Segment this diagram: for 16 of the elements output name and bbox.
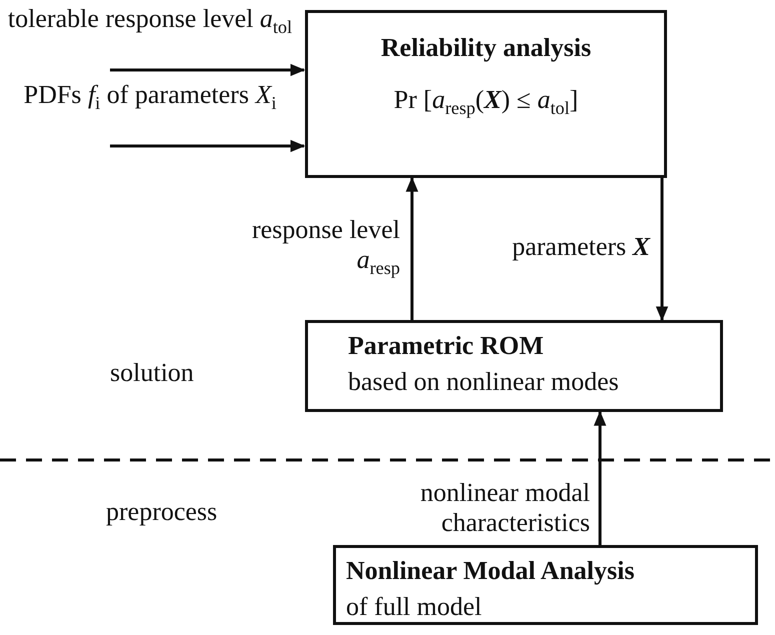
formula: Pr [a$_{resp}$(X) ≤ a$_{tol}$] [394,84,578,120]
arrow [110,140,306,152]
arrow [406,176,418,320]
process-box [305,320,723,412]
process-box [305,10,667,178]
section-label: preprocess [106,496,218,528]
process-box [333,545,758,625]
section-label: solution [110,357,194,388]
box-title: Nonlinear Modal Analysis [346,555,634,587]
box-subtitle: based on nonlinear modes [348,366,619,398]
box-title: Reliability analysis [380,32,592,64]
box-subtitle: of full model [346,590,482,623]
arrow [594,410,606,545]
arrow [656,178,668,322]
box-title: Parametric ROM [348,330,544,362]
arrow [110,64,306,76]
